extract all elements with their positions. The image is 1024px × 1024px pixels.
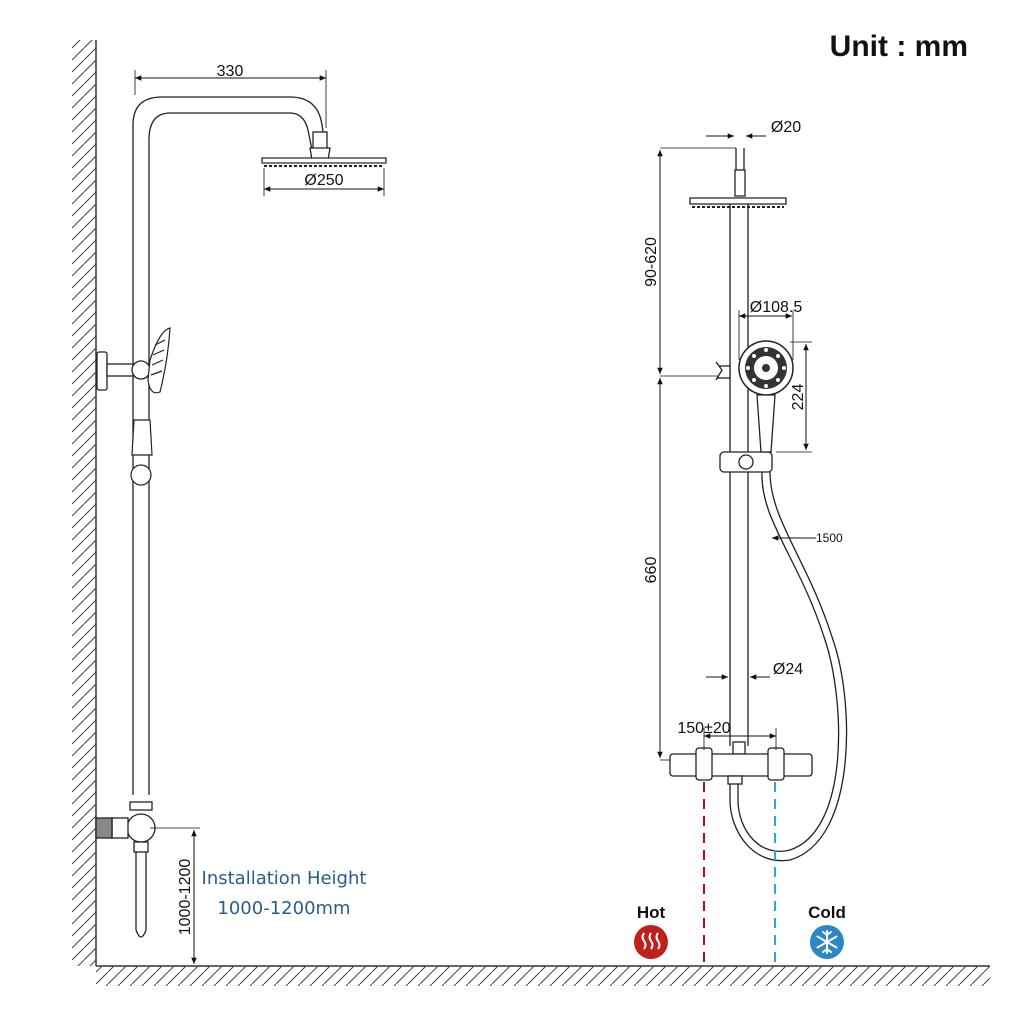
dim-hand-shower-length: 224 bbox=[776, 341, 812, 453]
hand-shower-diameter-label: Ø108.5 bbox=[750, 299, 803, 316]
adjust-range-label: 90-620 bbox=[643, 237, 660, 287]
hot-label: Hot bbox=[637, 903, 666, 922]
unit-label: Unit : mm bbox=[829, 30, 968, 63]
dim-pipe-top: Ø20 bbox=[706, 119, 801, 139]
dim-arm-length: 330 bbox=[134, 63, 327, 128]
floor bbox=[96, 965, 990, 986]
installation-title: Installation Height bbox=[202, 868, 367, 889]
installation-range: 1000-1200mm bbox=[217, 898, 350, 919]
shower-hose bbox=[737, 471, 840, 853]
rail-length-label: 660 bbox=[643, 557, 660, 584]
wall bbox=[72, 40, 97, 966]
dim-hand-shower-diameter: Ø108.5 bbox=[738, 299, 803, 360]
dim-head-diameter: Ø250 bbox=[263, 168, 385, 196]
hand-shower-length-label: 224 bbox=[790, 384, 807, 411]
pipe-diameter-label: Ø24 bbox=[773, 661, 803, 678]
rain-shower-head-side bbox=[261, 157, 387, 167]
dim-hose-length: 1500 bbox=[772, 531, 843, 545]
heat-waves-icon bbox=[634, 925, 668, 959]
pipe-top-diameter-label: Ø20 bbox=[771, 119, 801, 136]
wall-bracket-upper bbox=[96, 351, 151, 391]
cold-label: Cold bbox=[808, 903, 846, 922]
dim-pipe-diameter: Ø24 bbox=[706, 661, 803, 680]
hose-length-label: 1500 bbox=[816, 531, 843, 545]
install-range-vertical-label: 1000-1200 bbox=[177, 859, 194, 936]
shower-riser-side bbox=[132, 96, 331, 795]
mixer-valve-side bbox=[95, 801, 156, 938]
dim-rail-length: 660 bbox=[643, 378, 670, 761]
hand-shower-front bbox=[738, 340, 794, 453]
snowflake-icon bbox=[810, 925, 844, 959]
arm-length-label: 330 bbox=[217, 63, 244, 80]
inlet-spacing-label: 150±20 bbox=[677, 720, 730, 737]
hand-shower-side bbox=[130, 327, 171, 486]
dim-adjust-range: 90-620 bbox=[643, 147, 736, 377]
dim-inlet-spacing: 150±20 bbox=[677, 720, 777, 750]
head-diameter-label: Ø250 bbox=[304, 172, 343, 189]
dim-install-height: 1000-1200 Installation Height 1000-1200m… bbox=[150, 827, 367, 964]
mixer-valve-front bbox=[669, 747, 813, 785]
shower-riser-front bbox=[689, 148, 787, 755]
